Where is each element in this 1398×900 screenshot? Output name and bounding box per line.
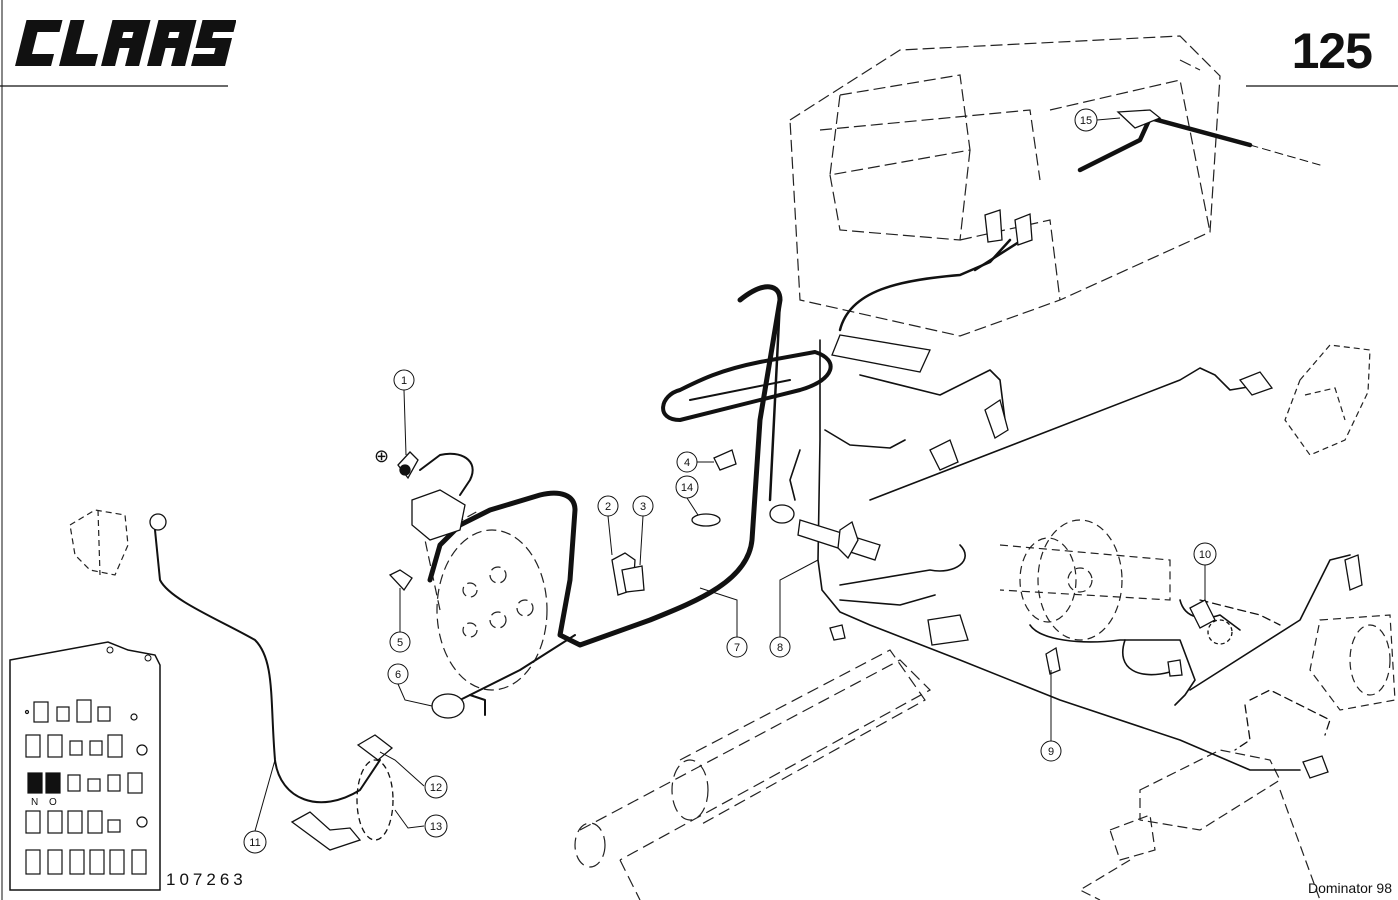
svg-text:12: 12 — [430, 782, 442, 794]
left-bracket-outline — [69, 509, 129, 576]
svg-text:7: 7 — [734, 642, 740, 654]
callout-9: 9 — [1040, 740, 1062, 762]
pulley-outline — [424, 509, 548, 691]
callouts: 1 2 3 4 5 6 7 8 9 10 11 12 13 14 15 — [243, 108, 1217, 854]
callout-6: 6 — [387, 663, 409, 685]
grain-tank-outline — [789, 35, 1221, 337]
callout-3: 3 — [632, 495, 654, 517]
callout-8: 8 — [769, 636, 791, 658]
callout-15: 15 — [1074, 108, 1098, 132]
leader-lines — [254, 117, 1206, 832]
svg-text:9: 9 — [1048, 746, 1054, 758]
callout-5: 5 — [389, 631, 411, 653]
axle-drum-outline — [574, 649, 931, 900]
fuse-label-o: O — [49, 797, 57, 808]
svg-text:1: 1 — [401, 375, 407, 387]
hub-outline — [999, 519, 1171, 641]
svg-text:14: 14 — [681, 482, 693, 494]
callout-1: 1 — [393, 369, 415, 391]
svg-text:15: 15 — [1080, 115, 1092, 127]
model-name: Dominator 98 — [1307, 880, 1392, 896]
callout-12: 12 — [424, 775, 448, 799]
fuse-box-inset: N O — [9, 641, 161, 891]
svg-text:11: 11 — [249, 837, 260, 849]
svg-text:6: 6 — [395, 669, 401, 681]
svg-text:10: 10 — [1199, 549, 1211, 561]
drawing-number: 107263 — [166, 870, 247, 889]
callout-14: 14 — [675, 475, 699, 499]
page-number: 125 — [1291, 23, 1373, 79]
svg-text:4: 4 — [684, 457, 690, 469]
right-housing-outline — [1309, 614, 1396, 711]
components — [149, 109, 1363, 851]
svg-text:3: 3 — [640, 501, 646, 513]
svg-text:2: 2 — [605, 501, 611, 513]
callout-4: 4 — [676, 451, 698, 473]
callout-13: 13 — [424, 814, 448, 838]
positive-marker: ⊕ — [374, 446, 389, 466]
callout-10: 10 — [1193, 542, 1217, 566]
right-gear-outline — [1284, 344, 1371, 456]
cable-harness — [154, 115, 1351, 804]
svg-text:8: 8 — [777, 642, 783, 654]
callout-2: 2 — [597, 495, 619, 517]
lower-right-housing-outline — [1078, 749, 1321, 900]
fuse-label-n: N — [31, 797, 38, 808]
callout-11: 11 — [243, 830, 267, 854]
svg-text:13: 13 — [430, 821, 442, 833]
svg-text:5: 5 — [397, 637, 403, 649]
claas-logo — [15, 20, 236, 66]
callout-7: 7 — [726, 636, 748, 658]
